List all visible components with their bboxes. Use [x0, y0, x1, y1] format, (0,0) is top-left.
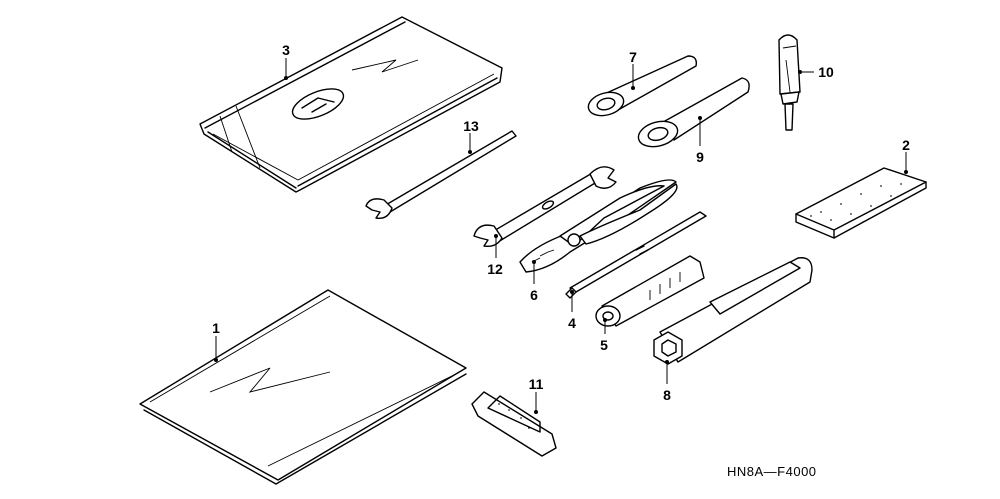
long-wrench-part-13 [365, 130, 517, 219]
pad-part-2 [795, 167, 927, 239]
callout-9: 9 [696, 149, 704, 165]
spanner-part-9 [637, 77, 750, 148]
pliers-part-6 [519, 179, 678, 273]
screwdriver-part-10 [778, 34, 801, 131]
socket-part-5 [595, 255, 705, 327]
strap-part-11 [471, 391, 557, 457]
callout-13: 13 [463, 118, 479, 134]
callout-8: 8 [663, 387, 671, 403]
callout-2: 2 [902, 137, 910, 153]
callout-11: 11 [529, 376, 544, 392]
callout-3: 3 [282, 42, 290, 58]
callout-4: 4 [568, 315, 576, 331]
callout-1: 1 [212, 320, 220, 336]
callout-12: 12 [487, 261, 503, 277]
spanner-part-7 [587, 55, 698, 117]
combination-wrench-part-12 [473, 166, 617, 248]
callout-6: 6 [530, 287, 538, 303]
callout-labels: 3 13 7 9 10 2 12 6 4 5 8 1 11 [212, 42, 910, 403]
callout-10: 10 [818, 64, 834, 80]
plug-wrench-part-8 [653, 257, 813, 365]
callout-7: 7 [629, 49, 637, 65]
diagram-code: HN8A—F4000 [727, 464, 817, 479]
document-sheet-part-1 [139, 289, 467, 485]
leader-lines [214, 58, 908, 414]
callout-5: 5 [600, 337, 608, 353]
tool-bag-part-3 [199, 16, 503, 193]
